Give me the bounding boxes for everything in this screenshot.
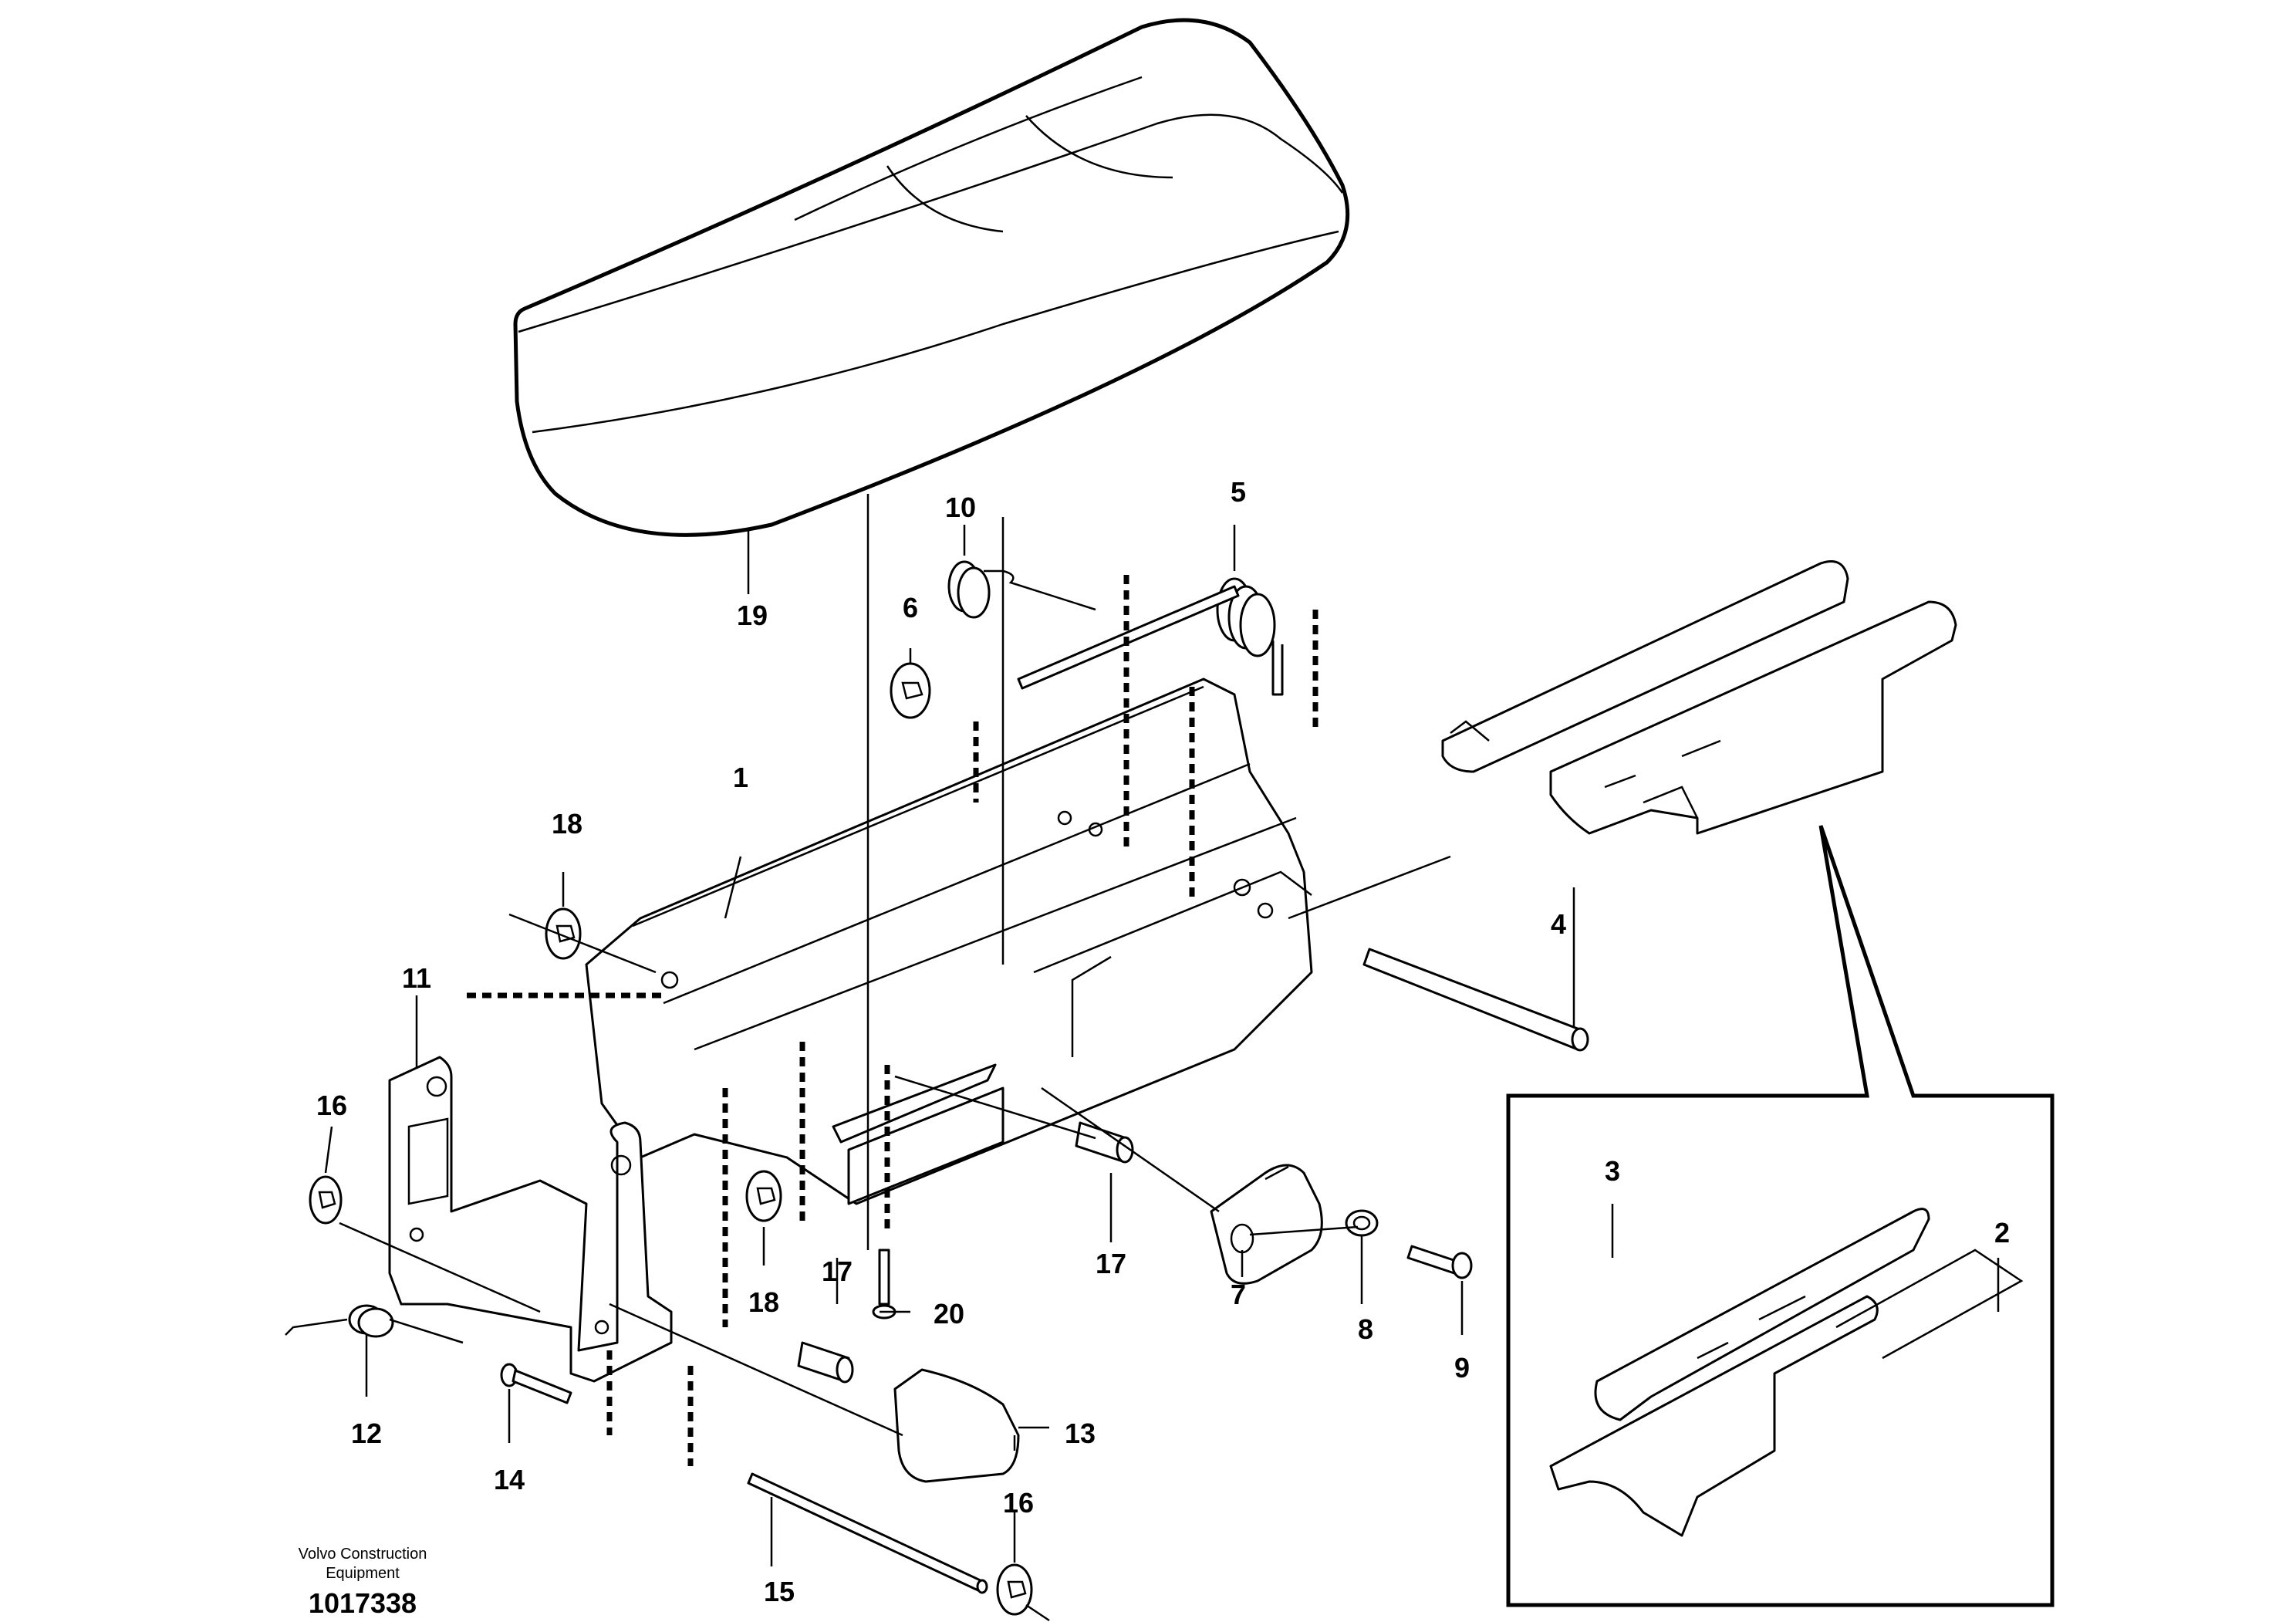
pin-4-part [1362, 948, 1589, 1052]
screw-14-part [500, 1363, 572, 1404]
bushing-8-part [1345, 1209, 1379, 1237]
label-part-18a: 18 [552, 808, 582, 840]
dashed-guides [467, 575, 1319, 1466]
label-part-1: 1 [733, 762, 748, 793]
washer-16b-part [996, 1563, 1033, 1616]
label-part-4: 4 [1551, 908, 1566, 940]
label-part-6: 6 [903, 592, 918, 623]
drawing-id: 1017338 [309, 1587, 417, 1619]
label-part-10: 10 [945, 492, 976, 523]
label-part-11: 11 [402, 962, 431, 994]
spring-5-part [1017, 577, 1284, 696]
screw-20-part [872, 1249, 896, 1320]
rod-15-part [747, 1472, 988, 1594]
handle-7-part [1210, 1164, 1323, 1285]
label-part-8: 8 [1358, 1313, 1373, 1345]
label-part-14: 14 [494, 1464, 525, 1495]
label-part-5: 5 [1231, 476, 1246, 508]
label-part-17a: 17 [822, 1255, 853, 1287]
label-part-20: 20 [934, 1298, 964, 1330]
washer-16a-part [309, 1175, 343, 1225]
label-part-18b: 18 [748, 1286, 779, 1318]
label-part-16a: 16 [316, 1090, 347, 1121]
company-name-line2: Equipment [326, 1565, 400, 1582]
company-name-line1: Volvo Construction [299, 1546, 427, 1563]
cushion-part [513, 18, 1350, 537]
bushing-17b-part [1075, 1121, 1134, 1164]
label-part-17b: 17 [1096, 1248, 1126, 1279]
spring-10-part [947, 560, 1096, 619]
bracket-11-part [388, 1056, 673, 1383]
label-part-19: 19 [737, 600, 768, 631]
detail-box [1506, 825, 2055, 1607]
label-part-15: 15 [764, 1576, 795, 1607]
spring-12-part [285, 1304, 464, 1344]
housing-part [585, 678, 1313, 1205]
knob-13-part [893, 1368, 1020, 1483]
label-part-9: 9 [1454, 1352, 1470, 1384]
screw-9-part [1406, 1245, 1473, 1279]
rack-assembly-part [1441, 560, 1957, 835]
label-part-2: 2 [1994, 1217, 2010, 1249]
bushing-17a-part [797, 1341, 854, 1384]
leader-lines [324, 494, 2000, 1622]
label-part-16b: 16 [1003, 1487, 1034, 1519]
washer-18a-part [545, 907, 582, 960]
label-part-3: 3 [1605, 1155, 1620, 1187]
label-part-13: 13 [1065, 1418, 1096, 1449]
washer-6-part [890, 662, 931, 719]
label-part-7: 7 [1231, 1279, 1246, 1310]
washer-18b-part [745, 1170, 782, 1222]
label-part-12: 12 [351, 1418, 382, 1449]
